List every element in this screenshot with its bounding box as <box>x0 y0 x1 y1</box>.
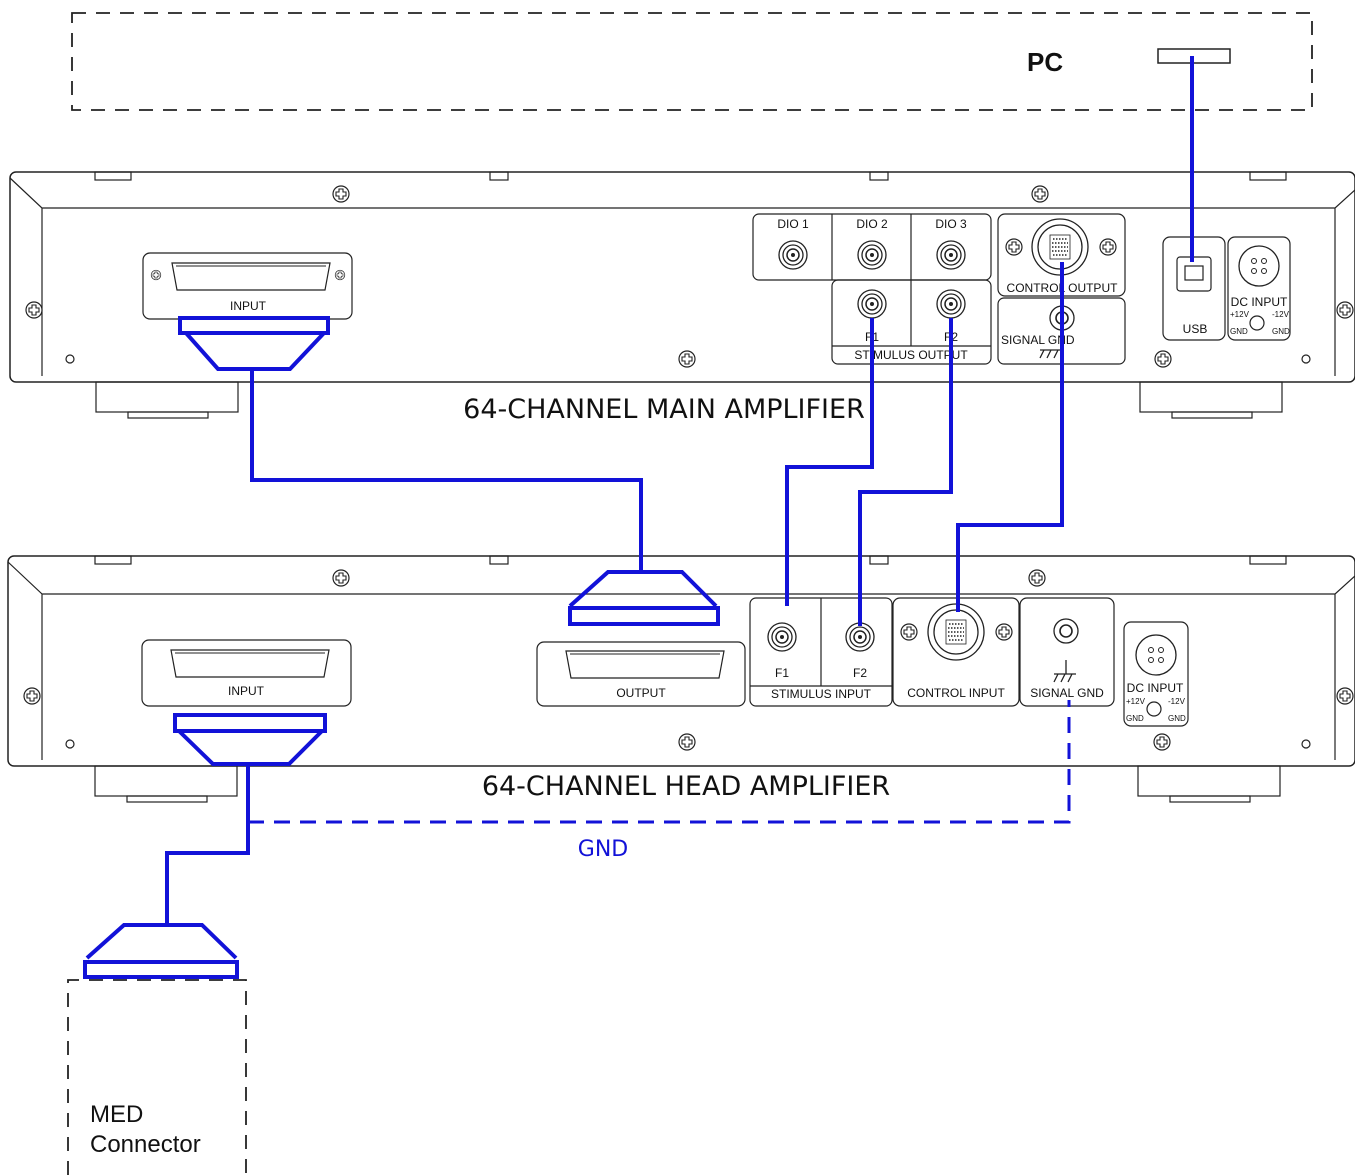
head-minus12-label: -12V <box>1168 697 1186 706</box>
cables: GND <box>83 56 1194 979</box>
head-input-port: INPUT <box>141 639 352 707</box>
main-amplifier: INPUT DIO 1 DIO 2 DIO 3 F1 F2 STIMULUS O… <box>9 171 1355 425</box>
head-f1-label: F1 <box>775 666 789 680</box>
main-dio-panel: DIO 1 DIO 2 DIO 3 <box>752 213 992 281</box>
dio3-bnc <box>936 240 966 270</box>
med-plug <box>83 923 239 979</box>
head-gnd-label-b: GND <box>1168 714 1186 723</box>
main-usb-port: USB <box>1162 236 1226 341</box>
head-amplifier: INPUT OUTPUT F1 F2 STIMULUS INPUT CONTRO… <box>7 555 1355 803</box>
dio3-label: DIO 3 <box>935 217 967 231</box>
head-output-plug <box>568 570 720 626</box>
cable-gnd <box>248 700 1071 824</box>
stimulus-output-label: STIMULUS OUTPUT <box>854 348 968 362</box>
main-input-port: INPUT <box>142 252 353 320</box>
head-f2-label: F2 <box>853 666 867 680</box>
dio2-label: DIO 2 <box>856 217 888 231</box>
med-connector-box: MED Connector <box>67 979 247 1175</box>
main-gnd-label-a: GND <box>1230 327 1248 336</box>
main-amp-title: 64-CHANNEL MAIN AMPLIFIER <box>463 394 865 425</box>
head-dc-input: DC INPUT +12V -12V GND GND <box>1123 621 1189 727</box>
dio2-bnc <box>857 240 887 270</box>
pc-box: PC <box>71 12 1313 111</box>
dio1-bnc <box>778 240 808 270</box>
head-output-port: OUTPUT <box>536 641 746 707</box>
main-plus12-label: +12V <box>1230 310 1250 319</box>
gnd-label: GND <box>578 837 628 862</box>
cable-f2 <box>858 318 953 626</box>
med-label-line1: MED <box>90 1101 143 1128</box>
main-dc-input-label: DC INPUT <box>1231 295 1288 309</box>
main-stimulus-output: F1 F2 STIMULUS OUTPUT <box>831 279 992 365</box>
head-signal-gnd: SIGNAL GND <box>1019 597 1115 707</box>
head-stimulus-input: F1 F2 STIMULUS INPUT <box>749 597 893 707</box>
main-signal-gnd-label: SIGNAL GND <box>1001 333 1075 347</box>
head-output-label: OUTPUT <box>616 686 666 700</box>
cable-main-to-head-output <box>250 369 643 572</box>
usb-label: USB <box>1183 322 1208 336</box>
head-signal-gnd-label: SIGNAL GND <box>1030 686 1104 700</box>
head-dc-input-label: DC INPUT <box>1127 681 1184 695</box>
control-input-label: CONTROL INPUT <box>907 686 1005 700</box>
head-amp-title: 64-CHANNEL HEAD AMPLIFIER <box>482 771 890 802</box>
cable-control <box>956 262 1064 612</box>
head-gnd-label-a: GND <box>1126 714 1144 723</box>
head-input-plug <box>173 713 327 766</box>
head-plus12-label: +12V <box>1126 697 1146 706</box>
head-input-label: INPUT <box>228 684 265 698</box>
cable-head-to-med <box>165 764 250 925</box>
med-label-line2: Connector <box>90 1131 201 1158</box>
main-input-label: INPUT <box>230 299 267 313</box>
cable-f1 <box>785 318 874 606</box>
main-dc-input: DC INPUT +12V -12V GND GND <box>1227 236 1291 341</box>
pc-label: PC <box>1027 47 1063 77</box>
main-gnd-label-b: GND <box>1272 327 1290 336</box>
stimulus-input-label: STIMULUS INPUT <box>771 687 872 701</box>
dio1-label: DIO 1 <box>777 217 809 231</box>
main-minus12-label: -12V <box>1272 310 1290 319</box>
